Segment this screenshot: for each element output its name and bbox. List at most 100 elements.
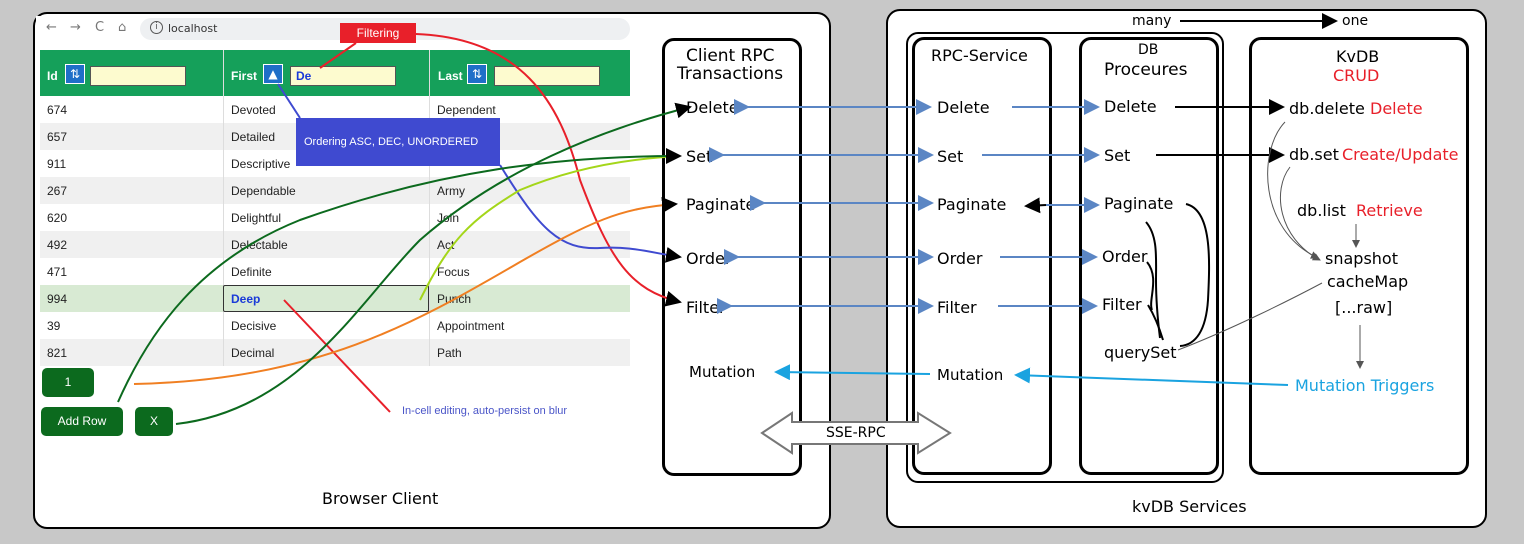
cell-first[interactable]: Descriptive [231, 157, 291, 171]
kvdb-raw: [...raw] [1335, 298, 1393, 317]
column-divider [429, 50, 430, 366]
cell-first[interactable]: Dependable [231, 184, 296, 198]
cell-last[interactable]: Appointment [437, 319, 505, 333]
kvdb-db-list: db.list [1297, 201, 1346, 220]
cell-last[interactable]: Path [437, 346, 462, 360]
rpc-filter: Filter [937, 298, 977, 317]
table-row[interactable]: 39 Decisive Appointment [40, 312, 630, 339]
back-icon[interactable]: ← [46, 20, 57, 35]
cell-last[interactable]: Focus [437, 265, 470, 279]
ordering-connector [277, 83, 680, 257]
kvdb-db-delete: db.delete [1289, 99, 1365, 118]
browser-client-caption: Browser Client [322, 489, 439, 508]
filtering-label: Filtering [340, 23, 416, 43]
client-set: Set [686, 147, 713, 166]
table-row[interactable]: 471 Definite Focus [40, 258, 630, 285]
client-rpc-title: Client RPC [686, 46, 775, 66]
one-label: one [1342, 13, 1369, 29]
paginate-bracket [1179, 203, 1211, 347]
cell-first[interactable]: Devoted [231, 103, 276, 117]
client-delete: Delete [686, 98, 739, 117]
rpc-set: Set [937, 147, 964, 166]
cell-id[interactable]: 39 [47, 319, 61, 333]
cell-last[interactable]: Army [437, 184, 465, 198]
cell-id[interactable]: 471 [47, 265, 68, 279]
add-row-connector [117, 148, 682, 403]
queryset-to-cachemap [1177, 282, 1323, 351]
kvdb-db-set: db.set [1289, 145, 1339, 164]
column-header-last: Last [438, 69, 463, 83]
sse-rpc-label: SSE-RPC [826, 425, 886, 441]
sort-ascending-icon[interactable]: ▲ [263, 64, 283, 84]
rpc-to-client-mutation [774, 364, 931, 381]
db-procedures-title-2: Proceures [1104, 60, 1188, 80]
db-paginate: Paginate [1104, 194, 1174, 213]
cell-first[interactable]: Delightful [231, 211, 282, 225]
filter-input-id[interactable] [90, 66, 186, 86]
rpc-order: Order [937, 249, 983, 268]
rpc-service-title: RPC-Service [931, 46, 1028, 65]
delete-row-button[interactable]: X [135, 407, 173, 436]
client-paginate: Paginate [686, 195, 756, 214]
cell-id[interactable]: 994 [47, 292, 68, 306]
kvdb-title: KvDB [1336, 47, 1380, 66]
paginate-back-hook [1024, 197, 1047, 214]
rpc-mutation: Mutation [937, 366, 1004, 384]
db-order: Order [1102, 247, 1148, 266]
ordering-tooltip: Ordering ASC, DEC, UNORDERED [296, 118, 500, 166]
home-icon[interactable]: ⌂ [118, 20, 127, 35]
table-row[interactable]: 911 Descriptive [40, 150, 630, 177]
reload-icon[interactable]: C [95, 20, 105, 35]
cell-last[interactable]: Dependent [437, 103, 496, 117]
rpc-paginate: Paginate [937, 195, 1007, 214]
kvdb-retrieve: Retrieve [1356, 201, 1423, 220]
delete-connector [175, 102, 692, 425]
add-row-button[interactable]: Add Row [41, 407, 123, 436]
column-header-first: First [231, 69, 258, 83]
client-rpc-title-2: Transactions [677, 64, 784, 84]
kvdb-mutation-triggers: Mutation Triggers [1295, 376, 1435, 395]
editing-cell-outline[interactable] [223, 285, 429, 312]
page-connector [133, 197, 678, 385]
cell-first[interactable]: Definite [231, 265, 272, 279]
inline-edit-pointer [283, 299, 391, 413]
cell-id[interactable]: 911 [47, 157, 67, 171]
page-button[interactable]: 1 [42, 368, 94, 397]
forward-icon[interactable]: → [70, 20, 81, 35]
delete-to-snapshot [1267, 121, 1319, 259]
cell-id[interactable]: 267 [47, 184, 68, 198]
cell-first[interactable]: Decisive [231, 319, 277, 333]
table-row[interactable]: 267 Dependable Army [40, 177, 630, 204]
filter-bracket [1146, 261, 1155, 311]
sort-toggle-icon[interactable]: ⇅ [65, 64, 85, 84]
cell-first[interactable]: Decimal [231, 346, 275, 360]
kvdb-cachemap: cacheMap [1327, 272, 1409, 291]
column-header-id: Id [47, 69, 58, 83]
cell-id[interactable]: 674 [47, 103, 68, 117]
client-filter: Filter [686, 298, 726, 317]
cell-id[interactable]: 492 [47, 238, 68, 252]
cell-id[interactable]: 657 [47, 130, 68, 144]
filtering-pointer [319, 42, 357, 69]
order-bracket [1145, 221, 1161, 339]
cell-first[interactable]: Deep [231, 292, 261, 306]
cell-id[interactable]: 821 [47, 346, 68, 360]
kvdb-create-update: Create/Update [1342, 145, 1459, 164]
table-row[interactable]: 674 Devoted Dependent [40, 96, 630, 123]
cell-first[interactable]: Detailed [231, 130, 276, 144]
db-delete: Delete [1104, 97, 1157, 116]
kvdb-box [1249, 37, 1469, 475]
rpc-delete: Delete [937, 98, 990, 117]
sort-toggle-icon[interactable]: ⇅ [467, 64, 487, 84]
kvdb-snapshot: snapshot [1325, 249, 1398, 268]
filter-input-first[interactable]: De [290, 66, 396, 86]
sse-rpc-arrow [760, 411, 952, 455]
triggers-to-rpc [1014, 367, 1289, 386]
db-filter: Filter [1102, 295, 1142, 314]
edit-to-set-connector [419, 155, 681, 301]
cell-id[interactable]: 620 [47, 211, 68, 225]
filtering-connector [415, 33, 682, 307]
client-order: Order [686, 249, 732, 268]
